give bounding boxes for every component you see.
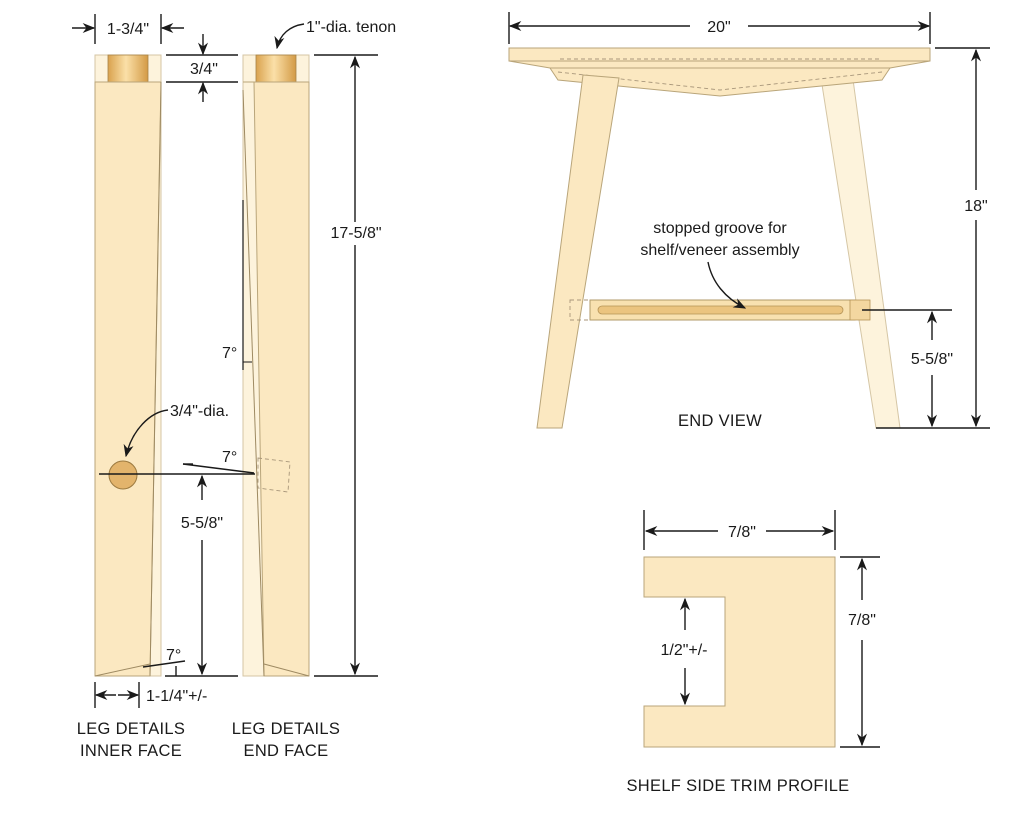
dim-trim-width: 7/8": [643, 510, 836, 550]
caption-end-view: END VIEW: [678, 412, 762, 430]
leg-end-face: [242, 54, 310, 677]
hole-label: 3/4"-dia.: [170, 403, 229, 420]
stretcher-angle-label: 7°: [222, 449, 237, 466]
stretcher-mortise: [257, 457, 291, 493]
hole-callout: 3/4"-dia.: [123, 403, 229, 458]
leg-inner-face: [94, 54, 162, 677]
caption-inner-face-1: LEG DETAILS: [77, 720, 185, 738]
dim-leg-bottom: 1-1/4"+/-: [94, 682, 207, 708]
far-leg: [819, 71, 901, 429]
shelf-height-label: 5-5/8": [911, 351, 953, 368]
caption-end-face-1: LEG DETAILS: [232, 720, 340, 738]
trim-height-label: 7/8": [848, 612, 876, 629]
caption-inner-face-2: INNER FACE: [80, 742, 182, 760]
dowel-hole-icon: [108, 460, 138, 490]
dim-leg-width: 1-3/4": [72, 14, 184, 44]
top-width-label: 20": [707, 19, 730, 36]
groove-label-line2: shelf/veneer assembly: [640, 242, 799, 259]
groove-callout: stopped groove for shelf/veneer assembly: [640, 220, 800, 309]
taper-angle: 7°: [222, 200, 252, 370]
caption-trim-profile: SHELF SIDE TRIM PROFILE: [627, 777, 850, 795]
end-view: [508, 47, 931, 429]
tenon-label: 1"-dia. tenon: [306, 19, 396, 36]
leg-inner-body: [94, 81, 162, 677]
bottom-angle: 7°: [142, 647, 186, 676]
trim-profile-shape: [643, 556, 836, 748]
dim-table-height: 18": [876, 47, 990, 429]
dim-trim-height: 7/8": [840, 556, 880, 748]
trim-groove-label: 1/2"+/-: [660, 642, 707, 659]
tabletop: [508, 47, 931, 62]
dim-tenon-length: 3/4": [166, 34, 238, 102]
tenon-icon: [255, 54, 297, 83]
taper-angle-label: 7°: [222, 345, 237, 362]
groove-label-line1: stopped groove for: [653, 220, 787, 237]
trim-width-label: 7/8": [728, 524, 756, 541]
tenon-icon: [107, 54, 149, 83]
dim-top-width: 20": [508, 12, 931, 44]
tenon-length-label: 3/4": [190, 61, 218, 78]
leg-width-label: 1-3/4": [107, 21, 149, 38]
leg-bottom-label: 1-1/4"+/-: [146, 688, 207, 705]
dim-leg-height: 17-5/8": [314, 54, 388, 677]
trim-profile: [643, 556, 836, 748]
hole-height-dim: 7° 5-5/8": [99, 449, 255, 677]
dim-shelf-height: 5-5/8": [862, 309, 953, 428]
stopped-groove: [597, 305, 844, 315]
near-leg: [536, 74, 620, 429]
tenon-callout: 1"-dia. tenon: [274, 19, 396, 50]
leg-height-label: 17-5/8": [330, 225, 381, 242]
caption-end-face-2: END FACE: [244, 742, 329, 760]
table-height-label: 18": [964, 198, 987, 215]
hole-height-label: 5-5/8": [181, 515, 223, 532]
bottom-angle-label: 7°: [166, 647, 181, 664]
dim-trim-groove: 1/2"+/-: [660, 597, 708, 706]
